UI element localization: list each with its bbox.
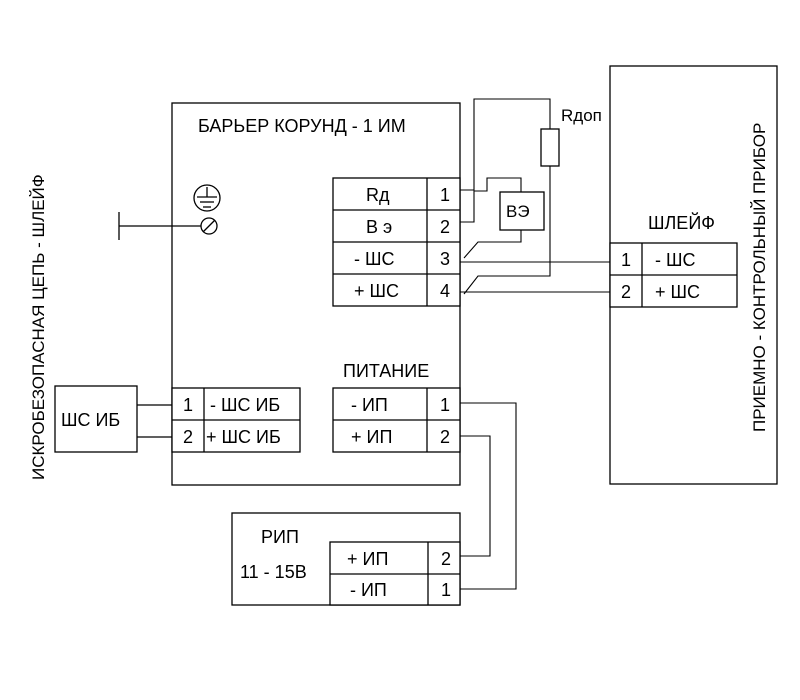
rip-terminal-label: - ИП: [350, 580, 387, 600]
control-terminal-label: + ШС: [655, 282, 700, 302]
power-terminal-num: 2: [440, 427, 450, 447]
power-terminal-label: - ИП: [351, 395, 388, 415]
ib-device-box: [54, 385, 138, 453]
control-terminal-label: - ШС: [655, 250, 696, 270]
wire-ve-upper: [460, 177, 522, 223]
ib-device-label: ШС ИБ: [61, 410, 120, 430]
wire-ve-lower: [463, 230, 522, 259]
rip-terminal-label: + ИП: [347, 549, 388, 569]
barrier-terminal-label: + ШС: [354, 281, 399, 301]
control-panel-title: ПРИЕМНО - КОНТРОЛЬНЫЙ ПРИБОР: [750, 123, 769, 432]
barrier-terminal-num: 2: [440, 217, 450, 237]
barrier-terminal-label: - ШС: [354, 249, 395, 269]
ib-terminal-label: - ШС ИБ: [210, 395, 280, 415]
loop-title: ШЛЕЙФ: [648, 212, 715, 233]
barrier-title: БАРЬЕР КОРУНД - 1 ИМ: [198, 116, 406, 136]
screw-terminal-icon: [118, 212, 218, 240]
safe-circuit-label: ИСКРОБЕЗОПАСНАЯ ЦЕПЬ - ШЛЕЙФ: [29, 174, 48, 480]
wire-power-plus: [460, 435, 491, 557]
barrier-terminal-label: В э: [366, 217, 392, 237]
ib-terminal-num: 2: [183, 427, 193, 447]
control-terminal-num: 1: [621, 250, 631, 270]
power-terminal-block: - ИП 1 + ИП 2: [332, 387, 461, 453]
ib-terminal-block: 1 - ШС ИБ 2 + ШС ИБ: [171, 387, 301, 453]
power-title: ПИТАНИЕ: [343, 361, 429, 381]
barrier-terminal-num: 4: [440, 281, 450, 301]
barrier-terminal-num: 3: [440, 249, 450, 269]
power-terminal-label: + ИП: [351, 427, 392, 447]
barrier-terminal-label: Rд: [366, 185, 390, 205]
control-terminal-num: 2: [621, 282, 631, 302]
resistor-icon: [540, 128, 560, 167]
barrier-terminal-block: Rд 1 В э 2 - ШС 3 + ШС 4: [332, 177, 461, 307]
wire-rd-to-resistor: [460, 98, 551, 191]
ground-icon: [193, 184, 221, 212]
rip-title: РИП: [261, 527, 299, 547]
ib-terminal-label: + ШС ИБ: [206, 427, 281, 447]
wire-resistor-to-plus: [463, 166, 551, 295]
rip-voltage: 11 - 15В: [240, 562, 307, 582]
ve-label: ВЭ: [506, 202, 530, 221]
resistor-label: Rдоп: [561, 106, 602, 125]
rip-terminal-num: 1: [441, 580, 451, 600]
control-terminal-block: 1 - ШС 2 + ШС: [609, 242, 738, 308]
barrier-terminal-num: 1: [440, 185, 450, 205]
power-terminal-num: 1: [440, 395, 450, 415]
ib-terminal-num: 1: [183, 395, 193, 415]
rip-terminal-block: + ИП 2 - ИП 1: [329, 541, 461, 606]
wire-power-minus: [460, 402, 517, 590]
ve-box: [499, 191, 545, 231]
rip-terminal-num: 2: [441, 549, 451, 569]
